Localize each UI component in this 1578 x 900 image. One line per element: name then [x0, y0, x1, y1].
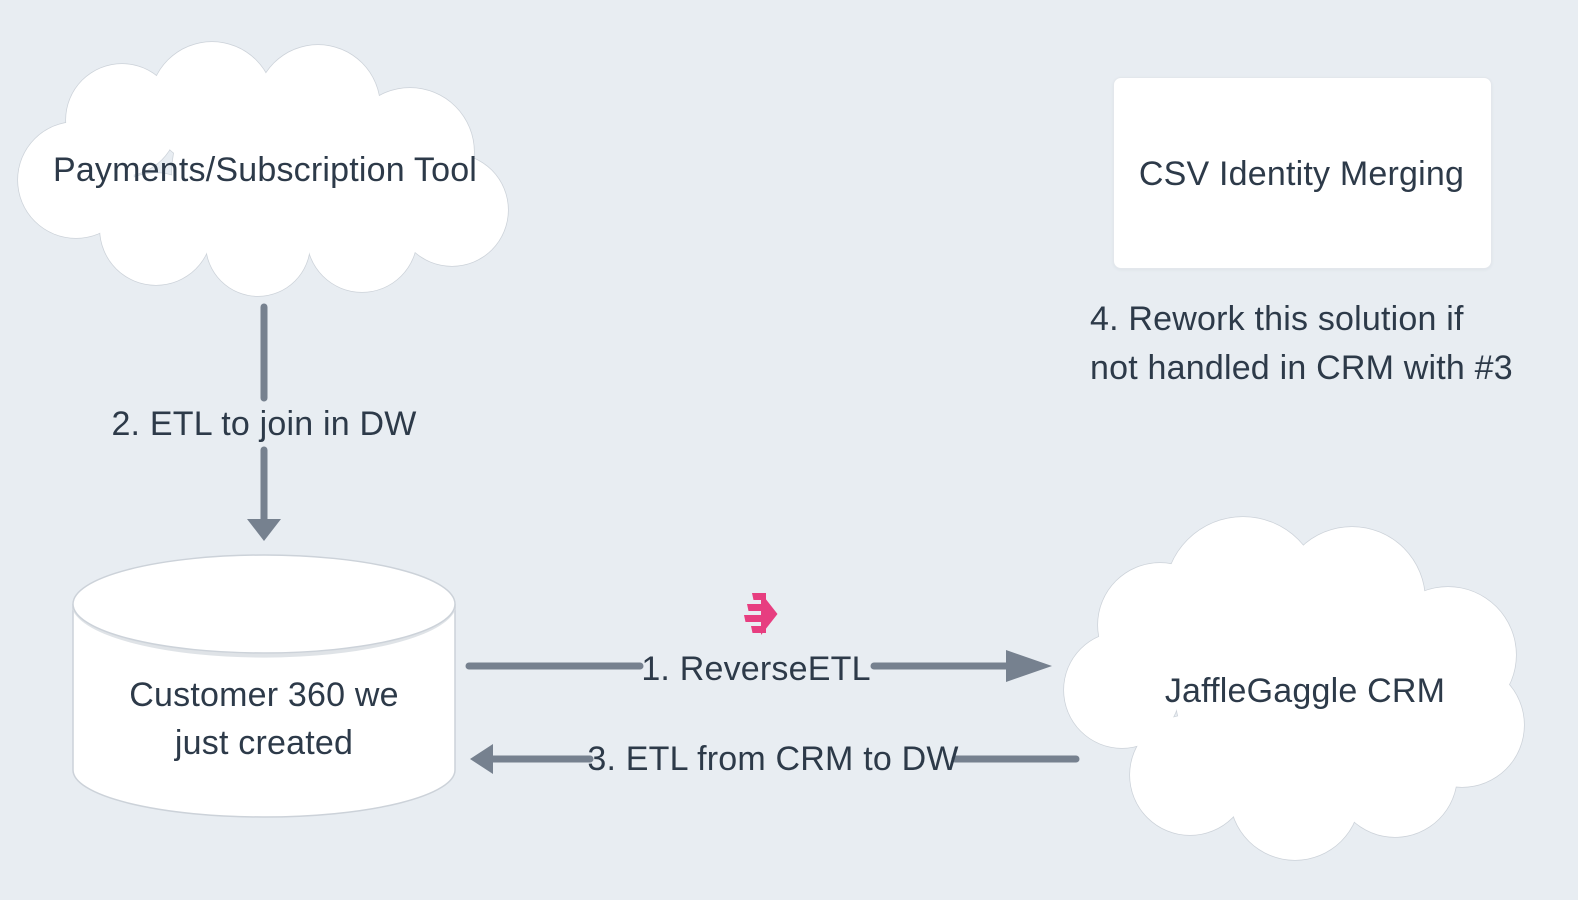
- arrow-left-etl-from-crm: [470, 744, 1080, 774]
- crm-cloud-label: JaffleGaggle CRM: [1164, 672, 1446, 710]
- arrow-right-reverse-etl: [465, 650, 1052, 682]
- arrow-down-etl: [247, 303, 281, 541]
- csv-box-label: CSV Identity Merging: [1138, 155, 1465, 193]
- database-cylinder-shape: [72, 554, 456, 818]
- csv-identity-merging-box: [1113, 77, 1492, 269]
- edge-label-etl-join-dw: 2. ETL to join in DW: [111, 405, 417, 443]
- payments-cloud-label: Payments/Subscription Tool: [52, 151, 478, 189]
- note-line-1: 4. Rework this solution if: [1090, 300, 1464, 338]
- arrow-left-head: [470, 744, 493, 774]
- arrow-right-head: [1006, 650, 1052, 682]
- database-label-line-1: Customer 360 we: [129, 676, 399, 714]
- payments-cloud-shape: [17, 41, 509, 297]
- database-label-line-2: just created: [174, 724, 354, 762]
- edge-label-reverse-etl: 1. ReverseETL: [641, 650, 871, 688]
- note-rework-solution: 4. Rework this solution if not handled i…: [1090, 295, 1530, 393]
- crm-cloud-fill: [1064, 517, 1524, 860]
- cylinder-body: [72, 604, 456, 818]
- cylinder-top: [72, 554, 456, 654]
- note-line-2: not handled in CRM with #3: [1090, 349, 1513, 387]
- crm-cloud-shape: [1063, 516, 1525, 861]
- edge-label-etl-from-crm: 3. ETL from CRM to DW: [587, 740, 959, 778]
- arrow-down-head: [247, 519, 281, 541]
- database-label: Customer 360 we just created: [73, 671, 455, 767]
- hightouch-arrow-icon: [744, 593, 778, 635]
- payments-cloud-fill: [18, 42, 508, 296]
